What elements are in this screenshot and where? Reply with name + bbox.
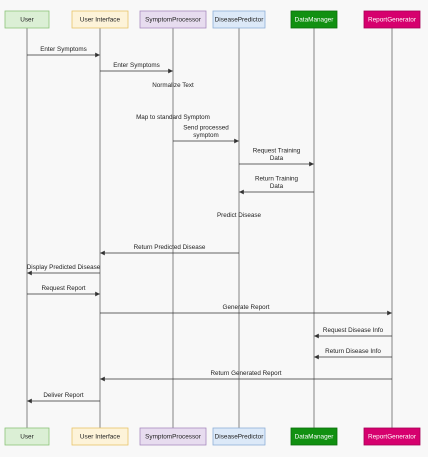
message: Enter Symptoms: [100, 62, 173, 74]
participant-box: [4, 10, 50, 29]
participant-sp-bottom: SymptomProcessor: [139, 427, 207, 446]
message-label: Deliver Report: [43, 392, 83, 399]
participant-label: DiseasePredictor: [215, 434, 265, 441]
message: Generate Report: [100, 304, 392, 316]
participant-label: SymptomProcessor: [145, 17, 202, 24]
message: Enter Symptoms: [27, 46, 100, 58]
message-label: Normalize Text: [152, 82, 194, 89]
message: Return Disease Info: [314, 348, 392, 360]
message-label: Return Disease Info: [325, 348, 381, 355]
participant-user-bottom: User: [4, 427, 50, 446]
participant-dp-bottom: DiseasePredictor: [212, 427, 266, 446]
message-label: Request Training: [253, 148, 301, 155]
message-label: Request Disease Info: [323, 327, 384, 334]
participant-box: [4, 427, 50, 446]
participant-label: User: [20, 434, 34, 441]
lifelines: [26, 28, 393, 428]
message-label: Request Report: [41, 285, 85, 292]
participant-dm-bottom: DataManager: [290, 427, 338, 446]
participant-box: [363, 10, 421, 29]
message-label: Return Training: [255, 176, 299, 183]
participant-box: [363, 427, 421, 446]
participant-box: [139, 10, 207, 29]
self-message: Normalize Text: [152, 82, 194, 89]
participant-dp-top: DiseasePredictor: [212, 10, 266, 29]
participant-label: DataManager: [295, 434, 335, 441]
message: Display Predicted Disease: [27, 264, 101, 276]
message-label: Display Predicted Disease: [27, 264, 101, 271]
self-message: Predict Disease: [217, 212, 262, 219]
message-label: Enter Symptoms: [113, 62, 160, 69]
message-label: Send processed: [183, 125, 229, 132]
self-message: Map to standard Symptom: [136, 114, 210, 121]
message-label: Predict Disease: [217, 212, 262, 219]
message: Request Report: [27, 285, 100, 297]
message: Deliver Report: [27, 392, 100, 404]
message-label: Enter Symptoms: [40, 46, 87, 53]
message-label: Data: [270, 183, 284, 190]
participant-ui-top: User Interface: [71, 10, 129, 29]
message-label: Map to standard Symptom: [136, 114, 210, 121]
participant-box: [290, 10, 338, 29]
message-label: Data: [270, 155, 284, 162]
participant-rg-bottom: ReportGenerator: [363, 427, 421, 446]
message: Request Disease Info: [314, 327, 392, 339]
message-label: Return Predicted Disease: [134, 244, 206, 251]
participant-sp-top: SymptomProcessor: [139, 10, 207, 29]
participant-rg-top: ReportGenerator: [363, 10, 421, 29]
participant-user-top: User: [4, 10, 50, 29]
participant-label: ReportGenerator: [368, 17, 417, 24]
message: Return Predicted Disease: [100, 244, 239, 256]
participant-label: DataManager: [295, 17, 335, 24]
participant-box: [71, 427, 129, 446]
message-label: Generate Report: [223, 304, 270, 311]
participant-box: [212, 10, 266, 29]
participant-box: [139, 427, 207, 446]
participant-label: SymptomProcessor: [145, 434, 202, 441]
participant-label: User: [20, 17, 34, 24]
participant-dm-top: DataManager: [290, 10, 338, 29]
message-label: symptom: [193, 132, 219, 139]
participant-box: [212, 427, 266, 446]
message-label: Return Generated Report: [210, 370, 281, 377]
participant-box: [71, 10, 129, 29]
participant-box: [290, 427, 338, 446]
participant-label: ReportGenerator: [368, 434, 417, 441]
participant-ui-bottom: User Interface: [71, 427, 129, 446]
participant-label: User Interface: [80, 17, 121, 24]
participant-label: User Interface: [80, 434, 121, 441]
participant-label: DiseasePredictor: [215, 17, 265, 24]
message: Return Generated Report: [100, 370, 392, 382]
